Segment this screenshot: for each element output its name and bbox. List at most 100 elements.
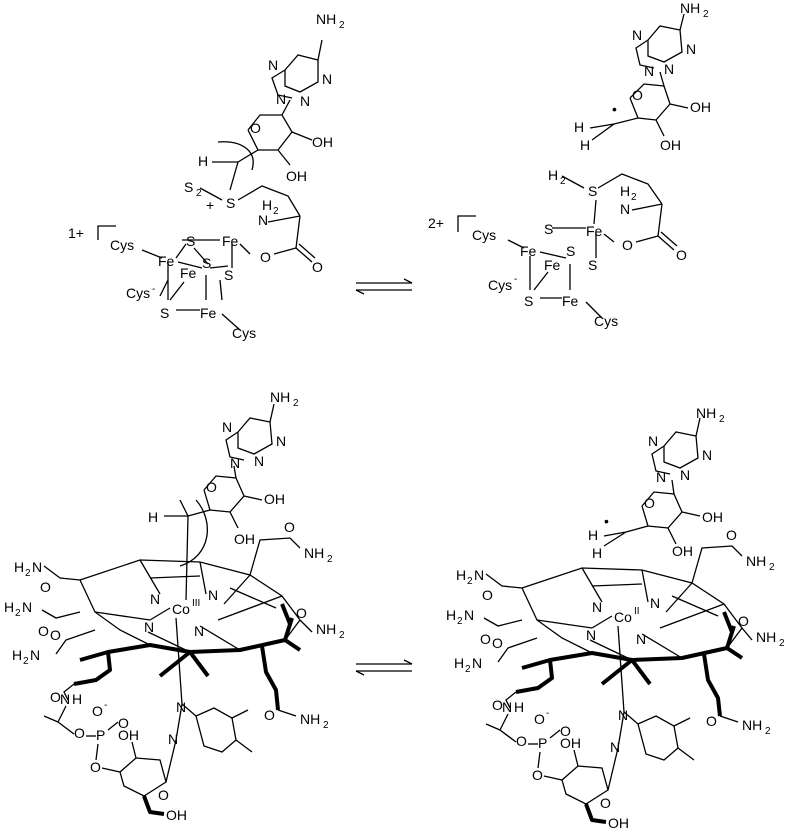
s-label: S — [588, 257, 597, 273]
n-label: N — [322, 71, 332, 87]
n-label: N — [194, 623, 204, 639]
n-label: N — [686, 41, 696, 57]
h3c-label: H — [548, 167, 558, 183]
o-label: O — [622, 237, 633, 253]
o-label: O — [50, 627, 61, 643]
bold-bonds — [515, 659, 554, 694]
sam-fes-cluster-reduced: NH 2 N N N N O OH OH H S S 2 + N H — [68, 11, 345, 341]
o-label: O — [738, 613, 749, 629]
o-label: O — [158, 787, 169, 803]
fe-label: Fe — [158, 253, 175, 269]
oh-label: OH — [608, 815, 629, 831]
ribose-top-left: O OH OH — [237, 99, 333, 184]
fe-label: Fe — [562, 293, 579, 309]
nh2-sub: 2 — [765, 726, 771, 737]
n-label: N — [618, 707, 628, 723]
n-label: N — [620, 201, 630, 217]
oh-label: OH — [702, 509, 723, 525]
o-label: O — [260, 249, 271, 265]
adenine-top-right: NH 2 N N N N — [632, 0, 709, 79]
h2n-sub: 2 — [465, 664, 471, 675]
radical-fes-cluster-oxidized: NH 2 N N N N O OH OH H H • S H 2 N H — [428, 0, 711, 329]
ribose-top-right: O OH OH — [613, 71, 711, 153]
n-label: N — [664, 61, 674, 77]
n-label: N — [254, 453, 264, 469]
n-label: N — [168, 731, 178, 747]
h3c-sub: 2 — [196, 188, 202, 199]
n-label: N — [276, 433, 286, 449]
nh2-label: NH — [742, 717, 762, 733]
o-label: O — [90, 759, 101, 775]
nh2-label: NH — [696, 405, 716, 421]
n-label: N — [32, 559, 42, 575]
oh-label: OH — [660, 137, 681, 153]
equilibrium-arrow-bottom — [355, 659, 413, 676]
o-label: O — [92, 703, 103, 719]
n-label: N — [636, 631, 646, 647]
equilibrium-arrow-top — [355, 278, 413, 295]
s-label: S — [186, 233, 195, 249]
h2n-label: H — [454, 655, 464, 671]
n-label: N — [176, 699, 186, 715]
nh2-sub: 2 — [323, 720, 329, 731]
n-label: N — [230, 455, 240, 471]
minus-charge: - — [546, 708, 549, 719]
o-label: O — [632, 87, 643, 103]
nh2-sub: 2 — [779, 638, 785, 649]
h2n-label: H — [14, 559, 24, 575]
n-label: N — [464, 607, 474, 623]
o-label: O — [118, 715, 129, 731]
nh2-label: NH — [304, 545, 324, 561]
oh-label: OH — [560, 735, 581, 751]
h2n-label: H — [446, 607, 456, 623]
h-label: H — [514, 699, 524, 715]
o-label: O — [534, 711, 545, 727]
o-label: O — [480, 631, 491, 647]
o-label: O — [676, 247, 687, 263]
minus-charge: - — [104, 700, 107, 711]
s-label: S — [226, 195, 235, 211]
nh2-sub: 2 — [339, 630, 345, 641]
n-label: N — [208, 587, 218, 603]
co-oxidation-label: II — [634, 606, 640, 617]
s-label: S — [544, 221, 553, 237]
cys-label: Cys — [232, 325, 256, 341]
o-label: O — [250, 120, 261, 136]
h2-sub: 2 — [273, 206, 279, 217]
h3c-label: S — [184, 179, 193, 195]
n-label: N — [702, 447, 712, 463]
h3c-sub: 2 — [560, 176, 566, 187]
n-label: N — [650, 595, 660, 611]
n-label: N — [22, 599, 32, 615]
nh2-label: NH — [300, 711, 320, 727]
n-label: N — [268, 57, 278, 73]
oh-label: OH — [286, 168, 307, 184]
adenine-bottom-left: NH 2 N N N N — [222, 389, 299, 471]
n-label: N — [586, 627, 596, 643]
o-label: O — [516, 733, 527, 749]
n-label: N — [150, 591, 160, 607]
adenine-bottom-right: NH 2 N N N N — [648, 405, 725, 485]
h-label: H — [580, 137, 590, 153]
n-label: N — [300, 93, 310, 109]
cys-label: Cys — [488, 277, 512, 293]
n-label: N — [474, 567, 484, 583]
charge-label: 1+ — [68, 225, 84, 241]
o-label: O — [600, 795, 611, 811]
radical-dot: • — [612, 101, 617, 117]
h2n-sub: 2 — [467, 576, 473, 587]
h2n-sub: 2 — [15, 608, 21, 619]
oh-label: OH — [672, 543, 693, 559]
corrin-ring-left: N N N N Co III — [79, 559, 301, 653]
nh2-label: NH — [680, 0, 700, 16]
n-label: N — [632, 27, 642, 43]
n-label: N — [60, 691, 70, 707]
nh2-sub: 2 — [719, 414, 725, 425]
bold-bonds — [73, 651, 112, 686]
co-label: Co — [614, 609, 632, 625]
nh2-label: NH — [756, 629, 776, 645]
radical-dot: • — [604, 513, 609, 529]
o-label: O — [40, 579, 51, 595]
oh-label: OH — [690, 99, 711, 115]
